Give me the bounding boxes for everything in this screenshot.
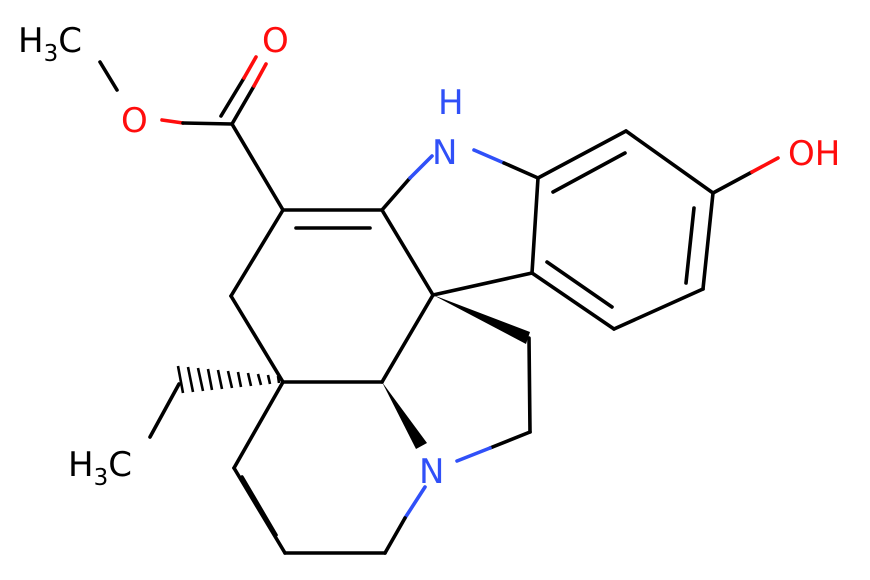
indole-nitrogen-label: N [432,133,457,173]
bond-n1-c13 [502,161,540,180]
wedge-c7-c6 [433,295,530,344]
bond-benz-2 [624,129,715,195]
hash-wedge-c20-ethyl [176,365,281,394]
atom-labels: H3C O O N H OH N H3C [18,21,840,492]
bond-benz-4 [612,287,705,331]
bond-ethyl-ch2-ch3 [148,382,181,439]
bond-c5-n4 [488,430,532,450]
bond-ester-o-carbonyl-2 [181,121,234,126]
methyl-top-label: H3C [18,21,82,67]
bond-carbonyl-double-b-o [242,55,258,80]
bonds [98,55,780,555]
bond-c7-benz [431,271,534,297]
wedge-c21-n4 [382,382,427,449]
bond-c5-n4-blue [455,446,492,463]
bond-benz-6 [530,176,540,275]
bond-c15-c20 [232,380,285,470]
bond-c2-n1-blue [408,154,434,180]
bond-benz-1-inner [551,151,627,194]
ethyl-methyl-label: H3C [68,445,132,491]
bond-n1-c13-blue [472,148,506,165]
stereo-bonds [176,295,530,449]
hydroxyl-label: OH [788,134,840,174]
bond-c-oh-red [750,156,780,174]
bond-benz-5 [530,271,616,331]
bond-carbonyl-ring [230,122,285,212]
amine-nitrogen-label: N [419,452,444,492]
bond-benz-5-inner [545,260,614,309]
bond-n4-c3-blue [403,485,427,520]
bond-c17-c20 [229,294,285,384]
carbonyl-oxygen-label: O [262,21,289,61]
bond-carbonyl-double-b [219,76,246,118]
indole-hydrogen-label: H [438,83,464,123]
bond-benz-1 [536,129,628,180]
bond-n4-c3 [383,516,407,555]
bond-methyl-oxygen [98,60,119,92]
bond-carbonyl-double-a-o [252,62,268,88]
bond-c21-c7 [380,293,435,384]
bond-c6-c5 [527,336,532,434]
bond-carbonyl-double-a [230,84,256,126]
bond-c-oh [711,170,754,195]
bond-c2-n1 [380,176,412,212]
bond-c14-c15 [232,466,287,555]
bond-benz-3 [701,191,715,291]
bond-c14-c15-inner [240,475,278,537]
bond-ester-o-carbonyl [160,118,185,125]
bond-c16-c17 [229,208,285,298]
bond-benz-3-inner [684,206,696,285]
bond-c2-c7 [380,208,435,297]
ester-oxygen-label: O [121,101,148,141]
